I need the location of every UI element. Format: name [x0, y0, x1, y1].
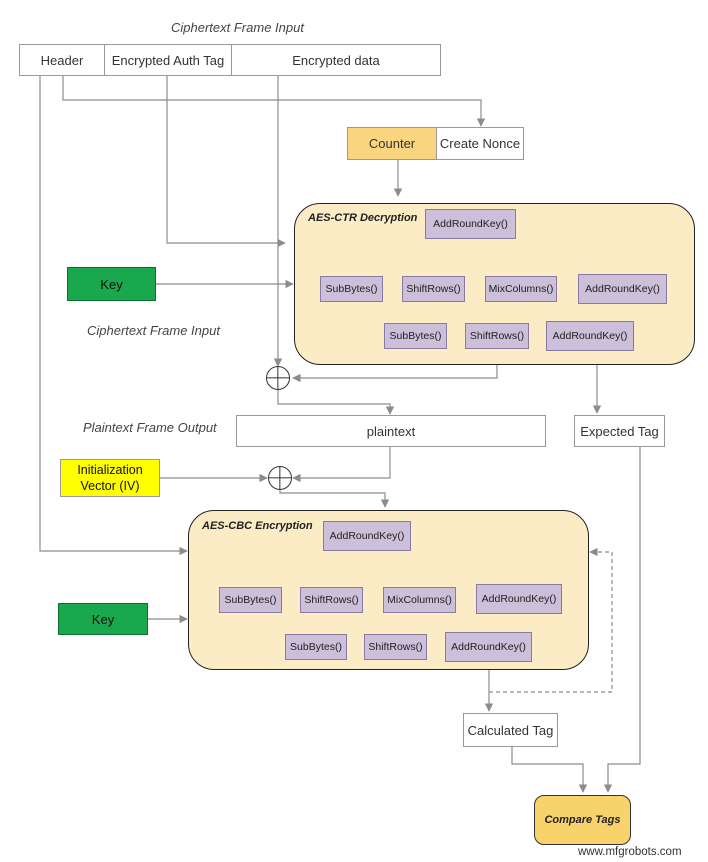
caption-plaintext-output: Plaintext Frame Output [83, 420, 217, 435]
calculated-tag-box: Calculated Tag [463, 713, 558, 747]
create-nonce-box: Create Nonce [436, 127, 524, 160]
cbc-final-shift-rows: ShiftRows() [364, 634, 427, 660]
xor-icon [266, 366, 290, 390]
ctr-mix-columns: MixColumns() [485, 276, 557, 302]
caption-ciphertext-input-mid: Ciphertext Frame Input [87, 323, 220, 338]
iv-line-1: Initialization [77, 463, 143, 477]
aes-ctr-title: AES-CTR Decryption [308, 212, 418, 224]
line-header-to-cbc [39, 76, 188, 556]
ctr-final-sub-bytes: SubBytes() [384, 323, 447, 349]
line-xor2-to-cbc [279, 490, 390, 508]
cbc-add-round-key-initial: AddRoundKey() [323, 521, 411, 551]
cbc-final-add-round-key: AddRoundKey() [445, 632, 532, 662]
ctr-shift-rows: ShiftRows() [402, 276, 465, 302]
ctr-final-shift-rows: ShiftRows() [465, 323, 529, 349]
watermark: www.mfgrobots.com [578, 846, 682, 858]
line-header-to-nonce [62, 76, 486, 127]
aes-cbc-title: AES-CBC Encryption [202, 520, 313, 532]
cbc-mix-columns: MixColumns() [383, 587, 456, 613]
expected-tag-box: Expected Tag [574, 415, 665, 447]
ctr-sub-bytes: SubBytes() [320, 276, 383, 302]
line-plaintext-to-xor2 [292, 447, 391, 483]
frame-auth-tag: Encrypted Auth Tag [104, 44, 232, 76]
line-expected-to-compare [603, 447, 641, 793]
ctr-add-round-key-initial: AddRoundKey() [425, 209, 516, 239]
line-authtag-to-ctr [166, 76, 286, 248]
counter-box: Counter [347, 127, 437, 160]
iv-box: Initialization Vector (IV) [60, 459, 160, 497]
iv-line-2: Vector (IV) [80, 479, 140, 493]
line-ctr-to-xor [292, 364, 498, 383]
cbc-sub-bytes: SubBytes() [219, 587, 282, 613]
cbc-final-sub-bytes: SubBytes() [285, 634, 347, 660]
compare-tags-box: Compare Tags [534, 795, 631, 845]
xor-icon [268, 466, 292, 490]
caption-ciphertext-input-top: Ciphertext Frame Input [171, 20, 304, 35]
cbc-feedback-dashed [489, 547, 613, 693]
line-calculated-to-compare [511, 746, 588, 793]
ctr-key: Key [67, 267, 156, 301]
cbc-add-round-key: AddRoundKey() [476, 584, 562, 614]
plaintext-box: plaintext [236, 415, 546, 447]
line-xor-to-plaintext [277, 390, 395, 415]
frame-encrypted-data: Encrypted data [231, 44, 441, 76]
ctr-final-add-round-key: AddRoundKey() [546, 321, 634, 351]
ctr-add-round-key: AddRoundKey() [578, 274, 667, 304]
cbc-key: Key [58, 603, 148, 635]
frame-header: Header [19, 44, 105, 76]
cbc-shift-rows: ShiftRows() [300, 587, 363, 613]
